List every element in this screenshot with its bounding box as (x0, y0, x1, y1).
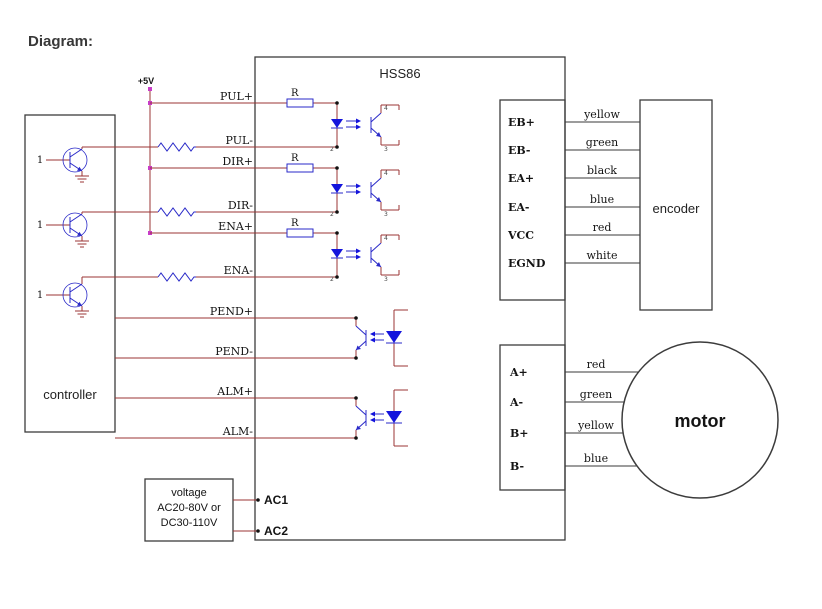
motor-terminal-box (499, 344, 566, 491)
svg-text:2: 2 (330, 211, 334, 218)
encoder-pin-label: EGND (508, 257, 546, 270)
resistor-zigzag (157, 207, 197, 217)
encoder-wire-color-label: black (587, 164, 617, 177)
encoder-pin-labels: EB+ EB- EA+ EA- VCC EGND (507, 116, 546, 270)
signal-label-dir-minus: DIR- (228, 199, 253, 212)
encoder-wire-color-label: yellow (583, 108, 620, 121)
encoder-pin-label: EB- (508, 144, 530, 157)
encoder-wire-color-labels: yellow green black blue red white (583, 108, 620, 262)
encoder-wire-color-label: blue (590, 193, 614, 206)
motor-wires (565, 371, 638, 467)
controller-transistor: 1 (37, 147, 90, 183)
motor-pin-label: B- (510, 460, 524, 473)
transistor-pin-label: 1 (37, 290, 43, 301)
voltage-box-line: DC30-110V (161, 517, 218, 529)
optocoupler-pend (355, 309, 409, 367)
svg-text:3: 3 (384, 276, 388, 283)
page-title: Diagram: (28, 33, 93, 50)
transistor-pin-label: 1 (37, 220, 43, 231)
signal-label-alm-plus: ALM+ (216, 385, 253, 398)
encoder-pin-label: VCC (507, 229, 534, 242)
motor-pin-label: A+ (509, 366, 528, 379)
controller-transistor: 1 (37, 277, 90, 318)
signal-label-dir-plus: DIR+ (222, 155, 253, 168)
motor-wire-color-labels: red green yellow blue (577, 358, 614, 465)
signal-label-pend-minus: PEND- (215, 345, 253, 358)
svg-text:4: 4 (384, 235, 388, 242)
signal-labels: PUL+ PUL- DIR+ DIR- ENA+ ENA- PEND+ PEND… (210, 90, 253, 438)
ac1-label: AC1 (264, 493, 288, 507)
motor-pin-labels: A+ A- B+ B- (509, 366, 529, 473)
signal-label-pend-plus: PEND+ (210, 305, 253, 318)
resistor-box (286, 228, 314, 238)
motor-wire-color-label: red (587, 358, 606, 371)
resistor-label: R (291, 153, 299, 164)
motor-wire-color-label: green (580, 388, 612, 401)
driver-title: HSS86 (379, 66, 420, 81)
rail-voltage-label: +5V (138, 76, 154, 86)
encoder-box (639, 99, 713, 311)
resistor-box (286, 163, 314, 173)
ac2-label: AC2 (264, 524, 288, 538)
encoder-pin-label: EB+ (508, 116, 535, 129)
encoder-wire-color-label: red (593, 221, 612, 234)
transistor-pin-label: 1 (37, 155, 43, 166)
voltage-box-line: AC20-80V or (157, 502, 221, 514)
motor-pin-label: B+ (510, 427, 529, 440)
svg-text:3: 3 (384, 146, 388, 153)
motor-wire-color-label: blue (584, 452, 608, 465)
encoder-wire-color-label: white (587, 249, 618, 262)
controller-label: controller (43, 387, 97, 402)
power-rail (148, 87, 152, 235)
svg-text:2: 2 (330, 146, 334, 153)
resistor-label: R (291, 88, 299, 99)
svg-text:4: 4 (384, 170, 388, 177)
controller-transistor: 1 (37, 212, 90, 248)
encoder-pin-label: EA- (508, 201, 529, 214)
ac-wires (233, 499, 258, 532)
voltage-box (144, 478, 234, 542)
encoder-pin-label: EA+ (508, 172, 534, 185)
optocoupler-pul (330, 102, 400, 148)
resistor-zigzag (157, 142, 197, 152)
voltage-box-text: voltage AC20-80V or DC30-110V (157, 487, 221, 529)
resistor-label: R (291, 218, 299, 229)
signal-label-ena-plus: ENA+ (218, 220, 253, 233)
resistor-box (286, 98, 314, 108)
svg-text:4: 4 (384, 105, 388, 112)
encoder-label: encoder (653, 201, 701, 216)
optocoupler-pin-numbers: 2 3 4 2 3 4 2 3 4 (330, 105, 388, 283)
svg-text:3: 3 (384, 211, 388, 218)
controller-box (24, 114, 116, 433)
signal-label-pul-plus: PUL+ (220, 90, 253, 103)
motor-circle (621, 341, 779, 499)
signal-wires (82, 102, 356, 439)
motor-pin-label: A- (509, 396, 523, 409)
motor-label: motor (675, 411, 726, 431)
signal-label-pul-minus: PUL- (226, 134, 254, 147)
encoder-wire-color-label: green (586, 136, 618, 149)
svg-text:2: 2 (330, 276, 334, 283)
encoder-wires (565, 121, 640, 264)
optocoupler-ena (330, 232, 400, 278)
voltage-box-line: voltage (171, 487, 206, 499)
resistor-zigzag (157, 272, 197, 282)
motor-wire-color-label: yellow (577, 419, 614, 432)
junction-dots (256, 101, 358, 533)
encoder-terminal-box (499, 99, 566, 301)
signal-label-alm-minus: ALM- (222, 425, 254, 438)
optocoupler-dir (330, 167, 400, 213)
optocoupler-alm (355, 389, 409, 447)
signal-label-ena-minus: ENA- (224, 264, 254, 277)
